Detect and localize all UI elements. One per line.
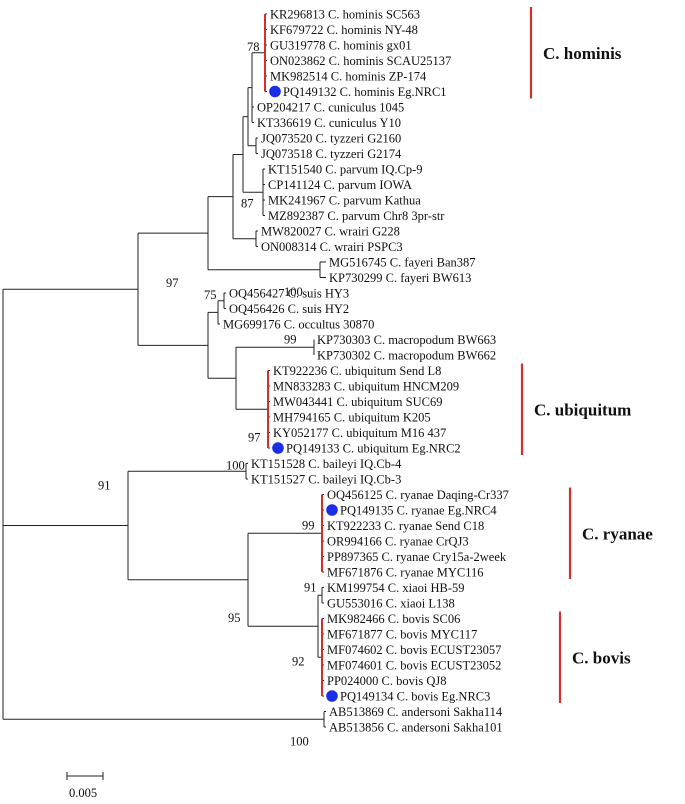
scale-bar-label: 0.005 [69,786,97,800]
bootstrap-value: 87 [241,196,254,210]
bootstrap-value: 100 [226,458,245,472]
bootstrap-value: 95 [228,611,241,625]
bootstrap-value: 100 [290,734,309,748]
clade-label: C. bovis [572,648,631,667]
bootstrap-value: 97 [248,430,261,444]
leaf-label: MH794165 C. ubiquitum K205 [273,410,431,424]
scale-bar: 0.005 [66,772,104,800]
clade-bars [520,7,572,703]
sample-marker-dot [272,442,284,454]
leaf-label: MF671877 C. bovis MYC117 [327,627,477,641]
bootstrap-value: 100 [284,285,303,299]
leaf-label: MF074602 C. bovis ECUST23057 [327,643,501,657]
leaf-label: MG699176 C. occultus 30870 [223,317,374,331]
leaf-label: AB513869 C. andersoni Sakha114 [329,705,503,719]
leaf-label: KP730302 C. macropodum BW662 [317,348,496,362]
leaf-label: KR296813 C. hominis SC563 [270,7,420,21]
leaf-label: JQ073518 C. tyzzeri G2174 [261,147,402,161]
leaf-label: MG516745 C. fayeri Ban387 [329,255,476,269]
leaf-label: KT922233 C. ryanae Send C18 [327,519,484,533]
leaf-label: CP141124 C. parvum IOWA [268,178,412,192]
leaf-label: MZ892387 C. parvum Chr8 3pr-str [268,209,445,223]
leaf-label: OP204217 C. cuniculus 1045 [257,100,404,114]
clade-label: C. ubiquitum [534,400,631,419]
highlighted-branches [264,14,323,696]
sample-marker-dot [269,85,281,98]
leaf-label: KM199754 C. xiaoi HB-59 [327,581,465,595]
clade-label: C. hominis [543,44,622,63]
leaf-label: PQ149133 C. ubiquitum Eg.NRC2 [286,441,461,455]
leaf-label: MK982514 C. hominis ZP-174 [270,69,427,83]
leaf-label: KF679722 C. hominis NY-48 [270,23,418,37]
leaf-label: ON008314 C. wrairi PSPC3 [261,240,403,254]
leaf-label: PP897365 C. ryanae Cry15a-2week [327,550,507,564]
leaf-label: OR994166 C. ryanae CrQJ3 [327,534,469,548]
leaf-label: PQ149132 C. hominis Eg.NRC1 [283,85,447,99]
bootstrap-value: 92 [292,654,305,668]
bootstrap-value: 99 [284,332,297,346]
leaf-label: KT922236 C. ubiquitum Send L8 [273,364,441,378]
leaf-label: KT151528 C. baileyi IQ.Cb-4 [251,457,402,471]
clade-label: C. ryanae [582,524,653,543]
leaf-label: MW820027 C. wrairi G228 [261,224,400,238]
leaf-label: PQ149134 C. bovis Eg.NRC3 [340,689,490,703]
leaf-label: KP730299 C. fayeri BW613 [329,271,471,285]
leaf-label: MN833283 C. ubiquitum HNCM209 [273,379,459,393]
sample-markers [269,85,338,702]
leaf-label: PQ149135 C. ryanae Eg.NRC4 [340,503,497,517]
leaf-label: OQ456125 C. ryanae Daqing-Cr337 [327,488,509,502]
clade-labels: C. hominis C. ubiquitum C. ryanae C. bovis [534,44,653,668]
leaf-label: JQ073520 C. tyzzeri G2160 [261,131,401,145]
leaf-label: KT336619 C. cuniculus Y10 [257,116,401,130]
sample-marker-dot [326,504,338,516]
leaf-label: KT151527 C. baileyi IQ.Cb-3 [251,472,401,486]
leaf-label: AB513856 C. andersoni Sakha101 [329,720,503,734]
leaf-label: MF074601 C. bovis ECUST23052 [327,658,501,672]
leaf-label: GU319778 C. hominis gx01 [270,38,412,52]
leaf-label: OQ456427 C. suis HY3 [229,286,349,300]
leaf-label: KT151540 C. parvum IQ.Cp-9 [268,162,423,176]
bootstrap-value: 99 [302,518,315,532]
leaf-label: PP024000 C. bovis QJ8 [327,674,446,688]
leaf-label: MK241967 C. parvum Kathua [268,193,421,207]
tree-branches [2,13,326,728]
bootstrap-value: 97 [166,276,179,290]
bootstrap-value: 91 [304,580,317,594]
leaf-label: GU553016 C. xiaoi L138 [327,596,455,610]
leaf-label: MW043441 C. ubiquitum SUC69 [273,395,442,409]
sample-marker-dot [326,690,338,702]
leaf-label: MF671876 C. ryanae MYC116 [327,565,483,579]
bootstrap-value: 75 [204,288,217,302]
leaf-label: KY052177 C. ubiquitum M16 437 [273,426,446,440]
bootstrap-value: 78 [247,40,260,54]
leaf-label: MK982466 C. bovis SC06 [327,612,460,626]
leaf-label: ON023862 C. hominis SCAU25137 [270,54,451,68]
leaf-label: KP730303 C. macropodum BW663 [317,333,496,347]
bootstrap-value: 91 [98,479,111,493]
leaf-label: OQ456426 C. suis HY2 [229,302,349,316]
